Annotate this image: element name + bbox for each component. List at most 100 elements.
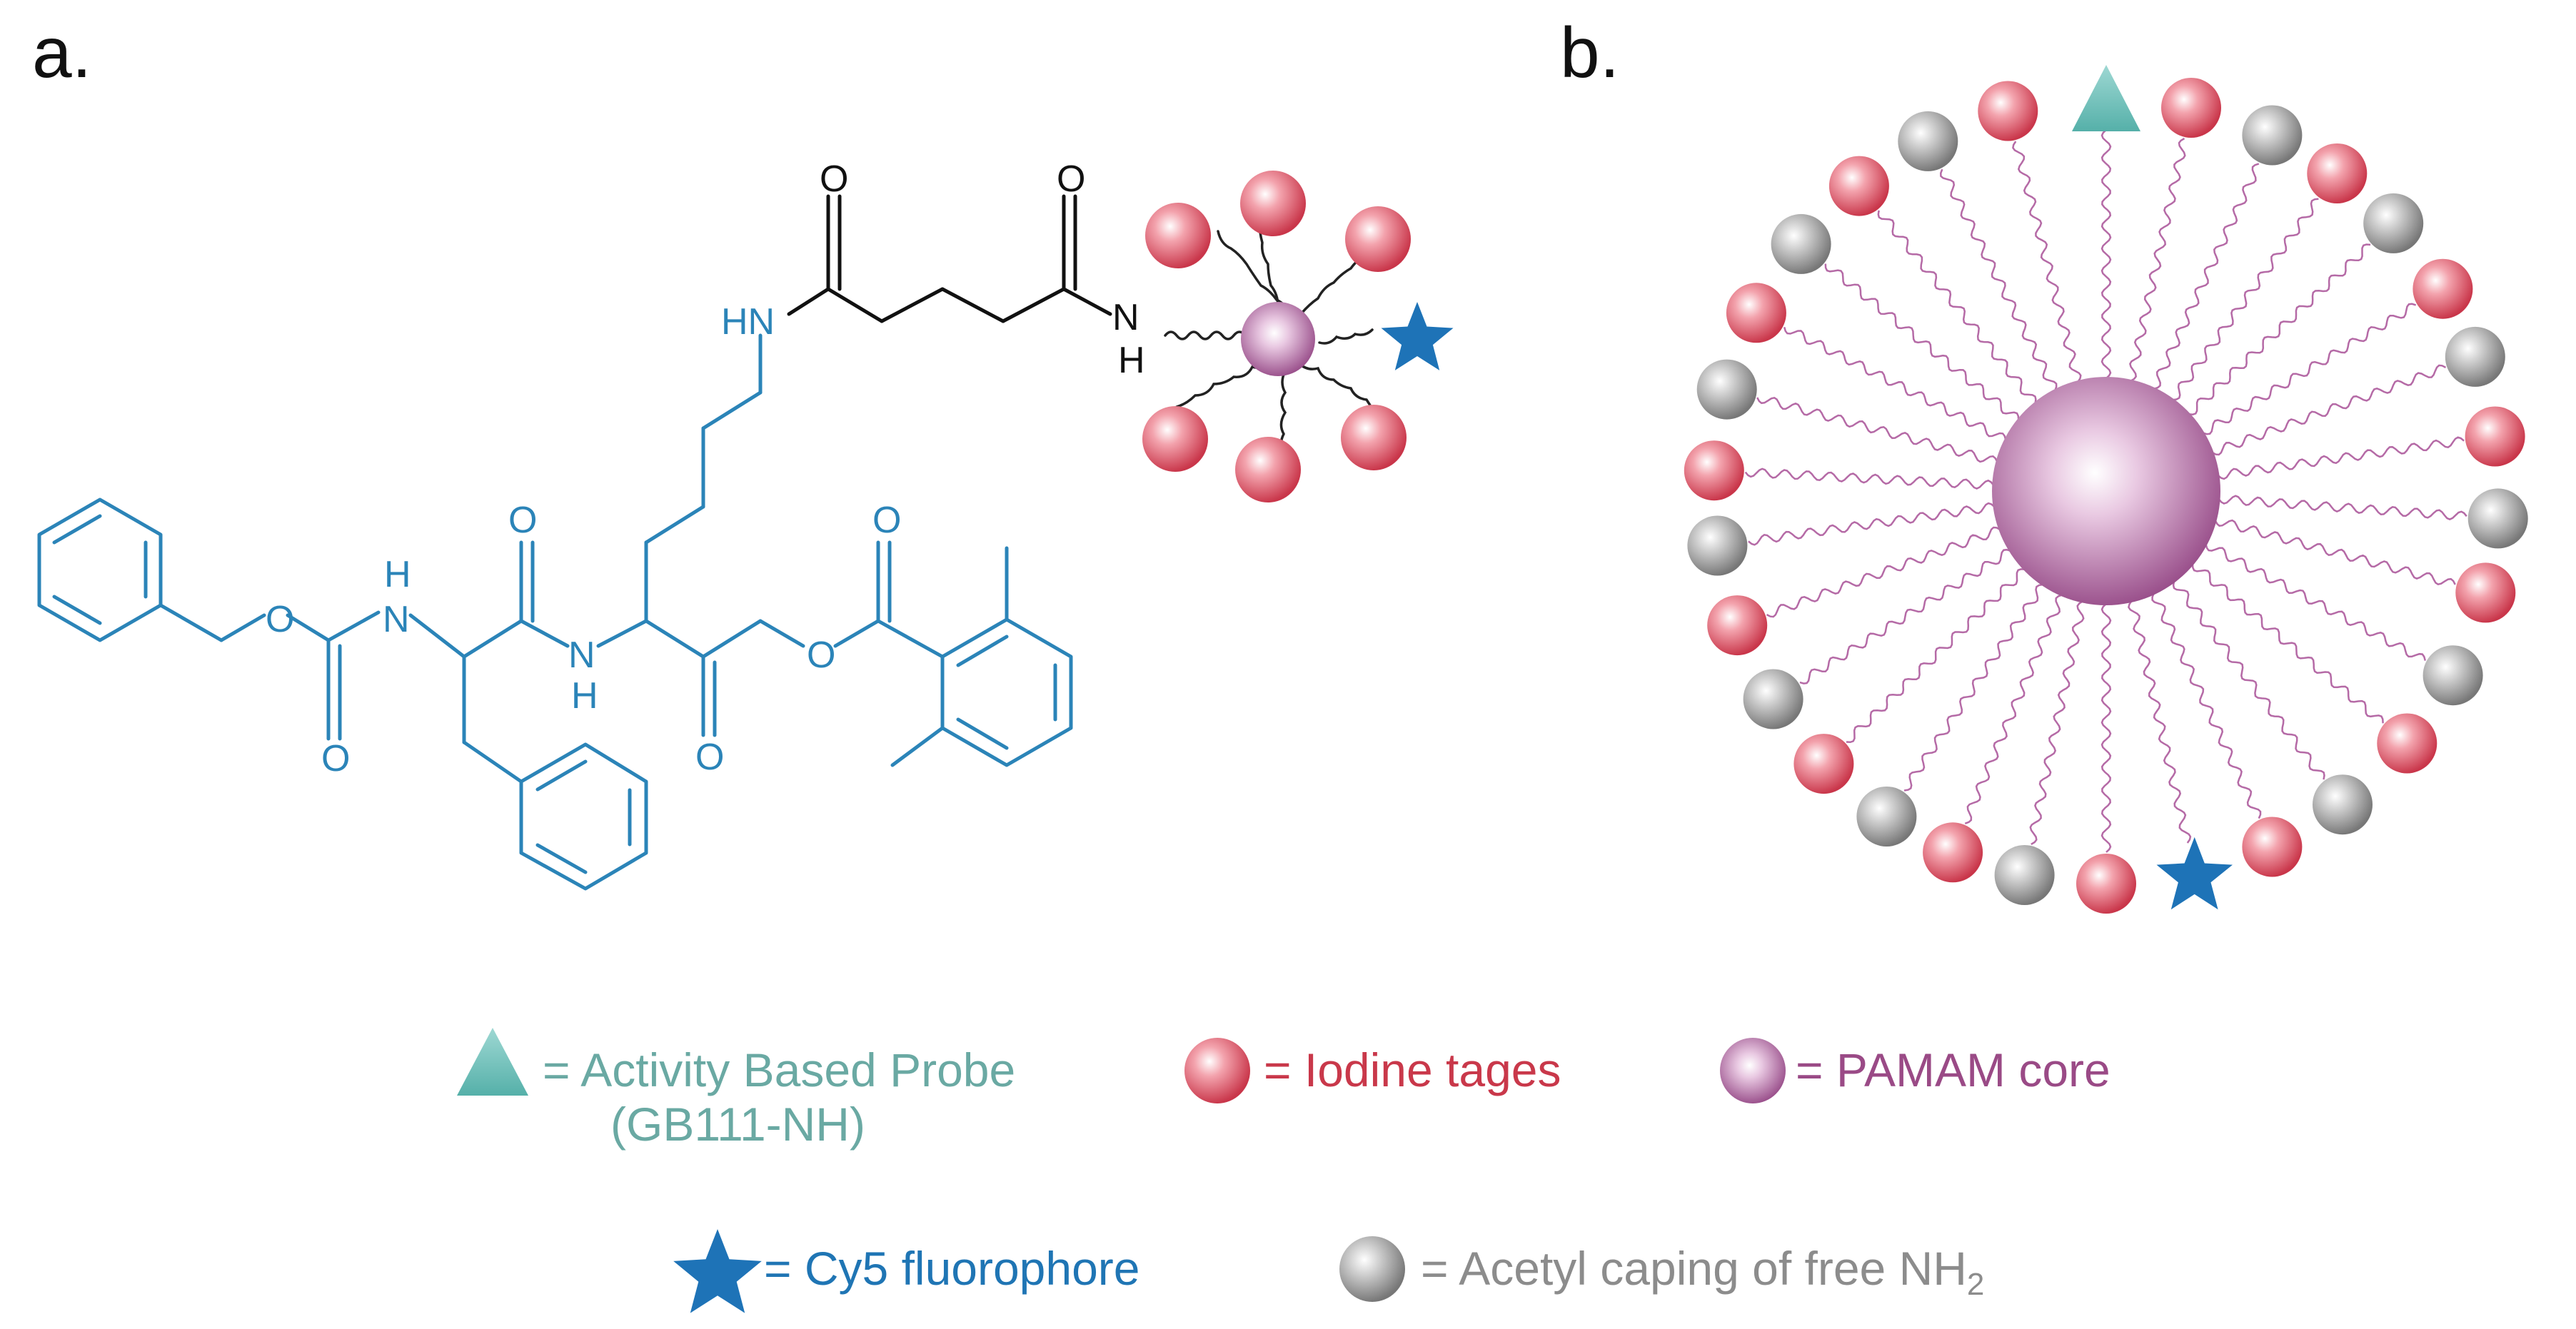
linker-arm	[2203, 303, 2417, 435]
legend-probe-sublabel: (GB111-NH)	[610, 1098, 865, 1151]
linker-arm	[2218, 495, 2467, 520]
dendrimer-linkers	[1744, 129, 2467, 853]
acetyl-cap	[1771, 213, 1831, 274]
atom-o-amide-carbonyl: O	[508, 500, 537, 541]
linker-arm	[2205, 543, 2427, 661]
legend: = Activity Based Probe (GB111-NH) = Iodi…	[457, 1028, 2110, 1313]
legend-acetyl-text: = Acetyl caping of free NH	[1421, 1242, 1967, 1295]
iodine-tag	[1923, 822, 1983, 883]
legend-probe-label: = Activity Based Probe	[543, 1044, 1015, 1096]
legend-item-acetyl: = Acetyl caping of free NH2	[1339, 1236, 1984, 1302]
atom-o-top-left: O	[820, 158, 848, 200]
linker-arm	[2012, 141, 2082, 383]
atom-nh-n-left: N	[383, 599, 410, 640]
iodine-tag	[2161, 78, 2221, 138]
legend-item-pamam: = PAMAM core	[1720, 1038, 2110, 1103]
acetyl-cap	[2467, 488, 2528, 549]
atom-nh-h-bottom: H	[571, 675, 598, 717]
mini-pamam-core	[1241, 302, 1315, 376]
iodine-tag	[2307, 143, 2368, 203]
dendrimer-termini	[1684, 65, 2528, 914]
atom-amide-n: N	[1112, 297, 1139, 338]
dendrimer	[1684, 65, 2528, 914]
mini-cy5-star	[1381, 302, 1454, 370]
legend-item-probe: = Activity Based Probe (GB111-NH)	[457, 1028, 1015, 1151]
acetyl-sphere-icon	[1339, 1236, 1405, 1302]
mini-iodine-tag	[1341, 405, 1407, 470]
linker-arm	[1783, 326, 2007, 440]
linker-arm	[2129, 137, 2186, 382]
succinyl-linker-bonds	[787, 194, 1112, 323]
legend-item-iodine: = Iodine tages	[1184, 1038, 1561, 1103]
linker-arm	[2100, 603, 2112, 853]
atom-o-top-right: O	[1057, 158, 1085, 200]
panel-b-label: b.	[1560, 13, 1619, 93]
linker-arm	[2172, 580, 2325, 780]
acetyl-cap	[2313, 774, 2373, 835]
linker-arm	[2153, 163, 2260, 390]
linker-arm	[1766, 526, 2001, 618]
acetyl-cap	[1696, 359, 1757, 420]
linker-arm	[1756, 396, 1998, 463]
acetyl-cap	[2242, 105, 2303, 166]
acetyl-cap	[2445, 326, 2505, 387]
iodine-tag	[1793, 734, 1854, 794]
pamam-core	[1992, 377, 2220, 605]
mini-iodine-tag	[1240, 171, 1306, 236]
pamam-sphere-icon	[1720, 1038, 1786, 1103]
iodine-tag	[1707, 595, 1768, 656]
acetyl-cap	[1856, 787, 1917, 847]
linker-arm	[1799, 548, 2011, 684]
linker-arm	[2128, 600, 2192, 844]
linker-arm	[1940, 168, 2058, 391]
linker-arm	[2100, 129, 2112, 379]
acetyl-cap	[1743, 669, 1803, 729]
atom-amide-h: H	[1118, 340, 1145, 381]
linker-arm	[1877, 210, 2037, 404]
linker-arm	[1748, 502, 1996, 546]
mini-iodine-tag	[1142, 406, 1208, 472]
linker-arm	[1846, 568, 2026, 744]
legend-item-cy5: = Cy5 fluorophore	[673, 1229, 1140, 1313]
legend-pamam-label: = PAMAM core	[1796, 1044, 2110, 1096]
iodine-tag	[2455, 562, 2516, 623]
legend-cy5-label: = Cy5 fluorophore	[764, 1242, 1140, 1295]
iodine-sphere-icon	[1184, 1038, 1250, 1103]
linker-arm	[2211, 364, 2447, 456]
linker-arm	[2214, 519, 2456, 586]
linker-arm	[1824, 263, 2020, 420]
panel-a-label: a.	[32, 13, 91, 93]
legend-acetyl-subscript: 2	[1967, 1267, 1984, 1302]
mini-iodine-tag	[1345, 206, 1411, 272]
acetyl-cap	[1898, 111, 1958, 171]
gb111-probe-bonds	[37, 333, 1073, 891]
iodine-tag	[1726, 283, 1786, 343]
acetyl-cap	[1994, 845, 2055, 905]
cy5-star	[2156, 837, 2233, 910]
mini-iodine-tag	[1235, 437, 1301, 502]
molecule-structure: O O HN N H O O H N O O N H O O	[37, 158, 1454, 891]
atom-o-ester: O	[807, 635, 835, 676]
linker-arm	[1964, 594, 2063, 824]
linker-arm	[2217, 436, 2465, 480]
acetyl-cap	[1687, 515, 1748, 576]
linker-arm	[2188, 243, 2371, 415]
cy5-star-icon	[673, 1229, 762, 1313]
mini-dendrimer	[1142, 171, 1454, 502]
linker-arm	[2172, 198, 2319, 401]
atom-o-carbamate-carbonyl: O	[321, 738, 350, 779]
iodine-tag	[2465, 406, 2525, 467]
probe-triangle-icon	[457, 1028, 528, 1096]
atom-o-carbamate: O	[266, 599, 294, 640]
iodine-tag	[1978, 81, 2038, 141]
acetyl-cap	[2422, 645, 2483, 706]
atom-o-ketone: O	[695, 737, 724, 778]
linker-arm	[2029, 600, 2085, 845]
legend-acetyl-label: = Acetyl caping of free NH2	[1421, 1242, 1984, 1302]
iodine-tag	[2377, 713, 2437, 774]
iodine-tag	[2242, 817, 2303, 877]
atom-nh-h-top: H	[384, 554, 411, 595]
iodine-tag	[1684, 440, 1744, 501]
linker-arm	[2151, 592, 2262, 819]
